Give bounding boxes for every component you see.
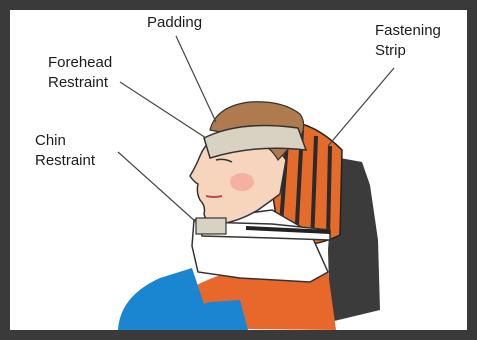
label-fastening-line2: Strip: [375, 42, 406, 60]
label-forehead-line1: Forehead: [48, 54, 112, 72]
label-padding: Padding: [147, 14, 202, 32]
label-chin-line2: Restraint: [35, 152, 95, 170]
label-forehead-line2: Restraint: [48, 74, 108, 92]
figure-canvas: Padding Forehead Restraint Chin Restrain…: [10, 10, 467, 330]
label-chin-line1: Chin: [35, 132, 66, 150]
label-fastening-line1: Fastening: [375, 22, 441, 40]
